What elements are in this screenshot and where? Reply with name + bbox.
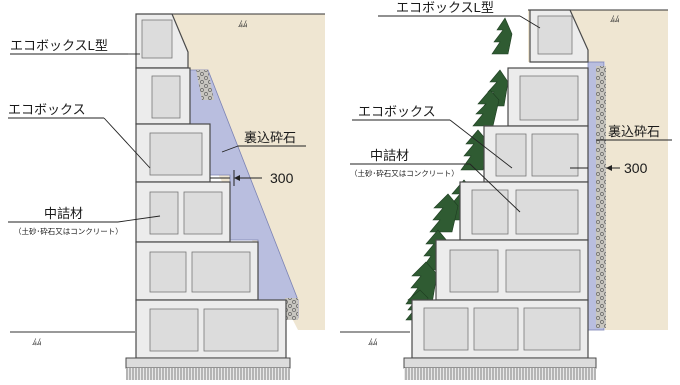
left-dimension-300: 300 [210,170,294,186]
right-label-infill-note: （土砂･砕石又はコンクリート） [350,168,459,178]
left-piles [126,368,290,380]
right-soil [528,10,668,330]
left-label-l-type: エコボックスL型 [10,38,108,53]
ground-symbol-bottom-right: ﾑﾑ [368,337,378,347]
ground-symbol-top-right: ﾑﾑ [610,14,620,24]
left-label-infill-note: （土砂･砕石又はコンクリート） [14,226,123,236]
ground-symbol-bottom-left: ﾑﾑ [32,337,42,347]
right-foundation [403,357,597,369]
right-label-infill: 中詰材 [370,148,409,163]
right-gravel-column [596,66,606,328]
right-label-backfill: 裏込砕石 [608,124,660,139]
right-label-l-type: エコボックスL型 [396,0,494,15]
left-gravel-band [196,70,214,100]
right-label-ecobox: エコボックス [358,104,436,119]
left-dimension-label: 300 [270,170,294,186]
right-dimension-label: 300 [624,160,648,176]
left-label-backfill: 裏込砕石 [244,130,296,145]
left-label-infill: 中詰材 [44,206,83,221]
ground-symbol-top-left: ﾑﾑ [238,19,248,29]
left-gravel-band-bottom [285,298,298,320]
right-piles [404,368,596,380]
right-dimension-300: 300 [570,160,648,176]
left-label-ecobox: エコボックス [8,102,86,117]
left-panel: ﾑﾑ ﾑﾑ 300 エコボックスL型 [8,13,325,380]
right-panel: ﾑﾑ ﾑﾑ [340,0,672,380]
left-foundation [125,357,291,369]
